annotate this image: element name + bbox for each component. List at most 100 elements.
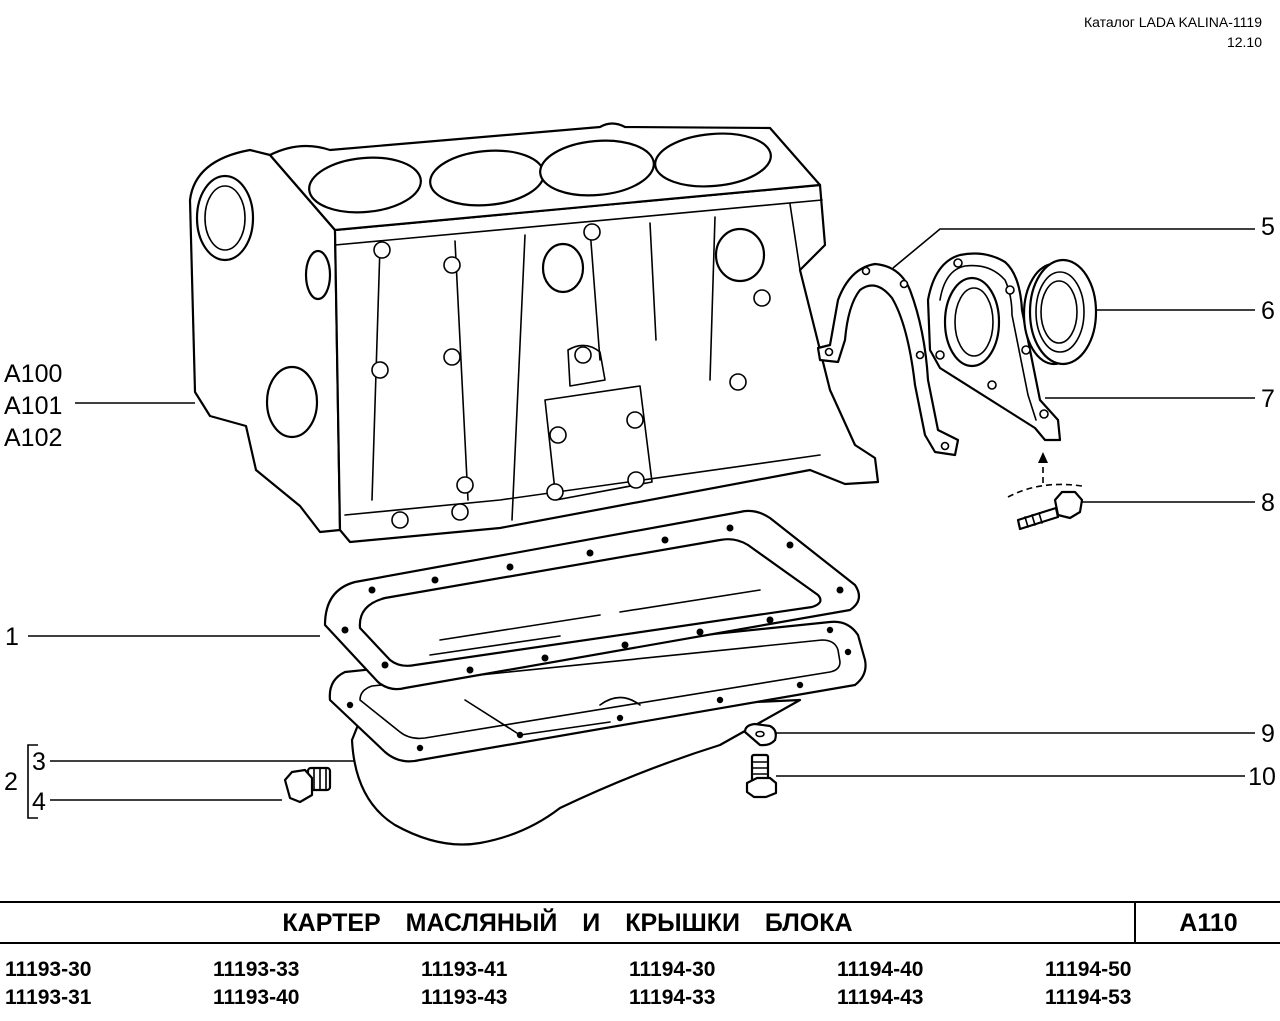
cylinder-bore-1 xyxy=(308,156,422,214)
callout-2: 2 xyxy=(4,768,18,796)
gasket-hole xyxy=(661,536,669,544)
flange-hole xyxy=(616,714,624,722)
bracket-2 xyxy=(27,744,38,819)
washer xyxy=(743,722,777,747)
gasket-bolt-hole xyxy=(899,279,909,289)
gasket-hole xyxy=(766,616,774,624)
bolt-hole xyxy=(574,346,592,364)
gasket-bolt-hole xyxy=(940,441,950,451)
oil-pan xyxy=(328,620,867,846)
callout-a102: A102 xyxy=(4,424,62,452)
gasket-hole xyxy=(541,654,549,662)
block-deck-edge xyxy=(334,199,823,246)
cover-bolt-hole xyxy=(953,258,963,268)
cover-bolt-hole xyxy=(987,380,997,390)
cover-bolt-shank xyxy=(1016,506,1060,531)
callout-8: 8 xyxy=(1261,489,1275,517)
cover-bolt-hole xyxy=(1021,345,1031,355)
bolt-hole xyxy=(456,476,474,494)
bolt-hole xyxy=(373,241,391,259)
cylinder-bore-4 xyxy=(654,132,772,188)
gasket-inner-slots xyxy=(429,589,761,656)
block-end-bore-inner xyxy=(204,185,246,251)
gasket-hole xyxy=(726,524,734,532)
callout-7: 7 xyxy=(1261,385,1275,413)
gasket-bolt-hole xyxy=(915,350,925,360)
model-code: 11193-40 xyxy=(213,986,300,1009)
callout-1: 1 xyxy=(5,623,19,651)
model-code: 11193-31 xyxy=(5,986,92,1009)
core-plug-1 xyxy=(541,242,585,294)
bolt-hole xyxy=(627,471,645,489)
rear-cover-gasket-body xyxy=(816,262,960,457)
callout-labels: 1 2 3 4 5 6 7 8 9 10 A100 A101 A102 xyxy=(4,213,1276,816)
seal-outer-ring xyxy=(1028,258,1098,366)
oil-filter-boss xyxy=(544,344,653,501)
gasket-hole xyxy=(466,666,474,674)
drain-plug-hex-head xyxy=(283,768,314,804)
model-code: 11193-43 xyxy=(421,986,508,1009)
cover-bolt xyxy=(1007,452,1084,531)
footer-top-rule xyxy=(0,901,1280,903)
bolt-hole xyxy=(371,361,389,379)
cylinder-bore-3 xyxy=(539,139,655,197)
block-front-face xyxy=(333,183,880,544)
leader-lines xyxy=(27,228,1255,819)
gasket-holes xyxy=(341,524,844,674)
section-code: A110 xyxy=(1179,908,1238,937)
bolt-hole xyxy=(443,348,461,366)
page-title: КАРТЕР МАСЛЯНЫЙ И КРЫШКИ БЛОКА xyxy=(282,908,853,937)
bolt-hole xyxy=(583,223,601,241)
engine-block xyxy=(188,122,880,544)
gasket-hole xyxy=(696,628,704,636)
model-code: 11194-53 xyxy=(1045,986,1132,1009)
model-code: 11193-41 xyxy=(421,958,508,981)
cover-bolt-thread xyxy=(1024,512,1043,528)
callout-4: 4 xyxy=(32,788,46,816)
oil-pan-flange xyxy=(328,620,867,763)
gasket-hole xyxy=(341,626,349,634)
callout-10: 10 xyxy=(1248,763,1276,791)
footer-cell-divider xyxy=(1134,901,1136,943)
drain-plug xyxy=(283,766,332,804)
gasket-hole xyxy=(836,586,844,594)
flange-hole xyxy=(346,701,354,709)
catalog-date: 12.10 xyxy=(1226,34,1262,50)
callout-a101: A101 xyxy=(4,392,62,420)
oil-pan-gasket xyxy=(323,509,861,691)
rear-cover-seal-bore-inner xyxy=(954,287,994,357)
core-plug-3 xyxy=(304,249,332,301)
cover-bolt-hole xyxy=(1005,285,1015,295)
oil-pan-flange-holes xyxy=(346,626,852,752)
rear-crankshaft-cover xyxy=(926,252,1062,442)
model-code: 11194-40 xyxy=(837,958,924,981)
crankshaft-oil-seal xyxy=(1022,258,1098,366)
model-code: 11193-33 xyxy=(213,958,300,981)
seal-lip xyxy=(1035,271,1085,353)
gasket-hole xyxy=(621,641,629,649)
flange-hole xyxy=(516,731,524,739)
cover-bolt-hex-head xyxy=(1053,490,1084,520)
flange-hole xyxy=(716,696,724,704)
assembly-arrow-head xyxy=(1038,452,1048,463)
exploded-parts-diagram: 1 2 3 4 5 6 7 8 9 10 A100 A101 A102 xyxy=(4,122,1276,846)
cover-bolt-hole xyxy=(1039,409,1049,419)
flange-hole xyxy=(796,681,804,689)
cover-bolt-hole xyxy=(935,350,945,360)
leader-5 xyxy=(892,228,1255,269)
bolt-hole xyxy=(451,503,469,521)
core-plug-2 xyxy=(714,227,766,283)
washer-body xyxy=(743,722,777,747)
bolt-hole xyxy=(443,256,461,274)
washer-hole xyxy=(755,730,765,738)
pan-bolt-thread xyxy=(751,761,769,775)
model-code: 11194-50 xyxy=(1045,958,1132,981)
footer-bottom-rule xyxy=(0,942,1280,944)
gasket-hole xyxy=(381,661,389,669)
pan-bolt-hex-head xyxy=(745,776,778,799)
gasket-bolt-hole xyxy=(861,266,871,276)
gasket-hole xyxy=(506,563,514,571)
flange-hole xyxy=(844,648,852,656)
callout-5: 5 xyxy=(1261,213,1275,241)
